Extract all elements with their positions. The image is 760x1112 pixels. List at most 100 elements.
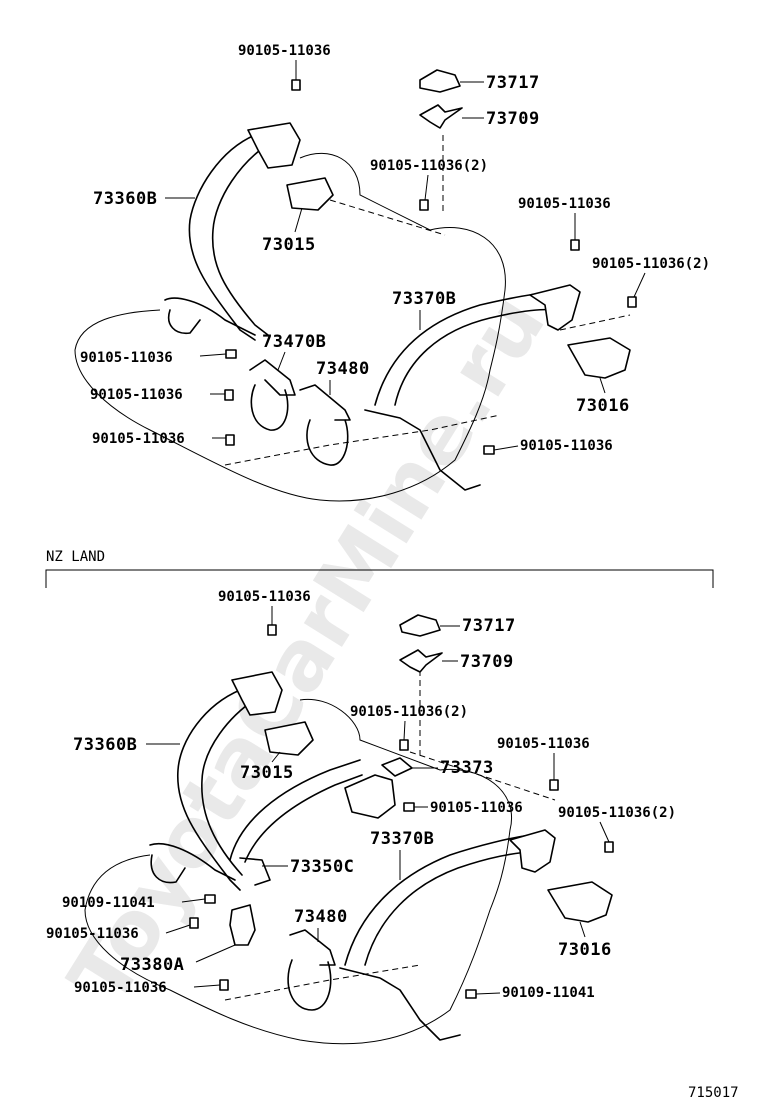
bottom-label-bolt-left-2: 90105-11036 (46, 926, 139, 942)
bottom-label-73015: 73015 (240, 763, 294, 783)
bottom-assembly (84, 614, 614, 1045)
bottom-labels: 90105-11036 73717 73709 90105-11036(2) 9… (46, 589, 676, 1001)
bottom-label-bolt-center-2: 90105-11036(2) (350, 704, 468, 720)
bottom-dash-line-1 (224, 964, 421, 1001)
bottom-bolt-icon-5 (403, 802, 415, 812)
bottom-belt-loop-left (149, 843, 236, 884)
bottom-leader-6 (599, 821, 610, 843)
bottom-bolt-icon-3 (549, 779, 559, 791)
bottom-label-73016: 73016 (558, 940, 612, 960)
bottom-label-90109-left: 90109-11041 (62, 895, 155, 911)
top-bolt-icon-2 (419, 199, 429, 211)
top-seat-outline (74, 152, 506, 502)
bottom-label-73373: 73373 (440, 758, 494, 778)
bottom-label-bolt-left-3: 90105-11036 (74, 980, 167, 996)
top-bolt-icon-6 (224, 389, 234, 401)
bottom-retractor-center (344, 774, 396, 819)
bottom-bolt-icon-2 (399, 739, 409, 751)
top-bolt-icon-5 (225, 349, 237, 359)
top-label-73480: 73480 (316, 359, 370, 379)
bottom-leader-17 (193, 984, 221, 988)
bottom-bolt-icon-8 (219, 979, 229, 991)
bottom-label-bolt-top: 90105-11036 (218, 589, 311, 605)
figure-code: 715017 (688, 1085, 739, 1101)
bottom-leader-15 (195, 944, 236, 963)
bottom-label-73380A: 73380A (120, 955, 184, 975)
top-dash-line-2 (224, 414, 501, 466)
bottom-part-73373 (381, 757, 413, 777)
top-bracket-73016 (567, 337, 631, 379)
bottom-label-bolt-right: 90105-11036 (497, 736, 590, 752)
top-label-bolt-left-1: 90105-11036 (80, 350, 173, 366)
top-dash-line-1 (329, 199, 446, 236)
top-belt-73360B (188, 134, 276, 341)
top-label-bolt-right-2: 90105-11036(2) (592, 256, 710, 272)
bottom-belt-73360B (177, 689, 263, 891)
bottom-bracket-73015 (264, 721, 314, 756)
bottom-bolt-icon-1 (267, 624, 277, 636)
top-label-73370B: 73370B (392, 289, 456, 309)
top-label-73470B: 73470B (262, 332, 326, 352)
top-label-bolt-center-2: 90105-11036(2) (370, 158, 488, 174)
top-cover-73717 (419, 69, 461, 93)
bottom-label-73350C: 73350C (290, 857, 354, 877)
bottom-buckle-73380A (229, 904, 256, 946)
bottom-bolt-icon-6 (204, 894, 216, 904)
bottom-leader-4 (403, 720, 406, 741)
top-label-bolt-bottom-right: 90105-11036 (520, 438, 613, 454)
section-title-nz-land: NZ LAND (46, 549, 105, 565)
top-assembly (74, 69, 637, 502)
top-buckle-73480 (299, 384, 351, 466)
top-bolt-icon-4 (627, 296, 637, 308)
top-label-bolt-top: 90105-11036 (238, 43, 331, 59)
bottom-bolt-icon-9 (465, 989, 477, 999)
bottom-label-73709: 73709 (460, 652, 514, 672)
section-bracket (45, 569, 714, 588)
bottom-belt-73350C (229, 759, 363, 886)
top-label-73015: 73015 (262, 235, 316, 255)
top-bolt-icon-7 (225, 434, 235, 446)
top-belt-anchor-top (247, 122, 301, 169)
top-leader-15 (493, 445, 519, 451)
top-label-bolt-right: 90105-11036 (518, 196, 611, 212)
bottom-label-73370B: 73370B (370, 829, 434, 849)
top-bolt-icon-1 (291, 79, 301, 91)
bottom-cover-73717 (399, 614, 441, 637)
top-label-73709: 73709 (486, 109, 540, 129)
bottom-leader-13 (181, 898, 206, 903)
top-bolts (224, 79, 637, 455)
bottom-label-73717: 73717 (462, 616, 516, 636)
bottom-belt-anchor-top (231, 671, 283, 716)
bottom-bolts (189, 624, 614, 999)
top-retractor-right (529, 284, 581, 331)
bottom-bracket-73016 (547, 881, 613, 923)
top-bracket-73015 (286, 177, 334, 211)
bottom-leader-18 (475, 992, 501, 995)
top-anchor-73709 (419, 104, 463, 129)
top-label-73360B: 73360B (93, 189, 157, 209)
bottom-label-73360B: 73360B (73, 735, 137, 755)
bottom-bolt-icon-4 (604, 841, 614, 853)
bottom-bolt-icon-7 (189, 917, 199, 929)
top-leader-8 (294, 207, 303, 233)
top-leader-4 (424, 174, 429, 201)
top-leader-6 (633, 272, 646, 298)
top-buckle-73470B (249, 359, 296, 431)
bottom-belt-73370B (339, 834, 536, 1041)
top-dash-line-3 (559, 314, 631, 331)
bottom-leader-19 (579, 921, 586, 938)
bottom-retractor-right (509, 829, 556, 873)
top-bolt-icon-8 (483, 445, 495, 455)
top-label-bolt-left-3: 90105-11036 (92, 431, 185, 447)
top-labels: 90105-11036 73717 73709 90105-11036(2) 9… (80, 43, 710, 454)
top-leader-10 (277, 351, 286, 371)
bottom-buckle-73480 (287, 929, 336, 1011)
top-label-bolt-left-2: 90105-11036 (90, 387, 183, 403)
bottom-anchor-73709 (399, 649, 443, 673)
bottom-label-bolt-right-2: 90105-11036(2) (558, 805, 676, 821)
top-label-73717: 73717 (486, 73, 540, 93)
top-bolt-icon-3 (570, 239, 580, 251)
bottom-leader-8 (271, 751, 281, 763)
bottom-leader-14 (165, 924, 191, 934)
